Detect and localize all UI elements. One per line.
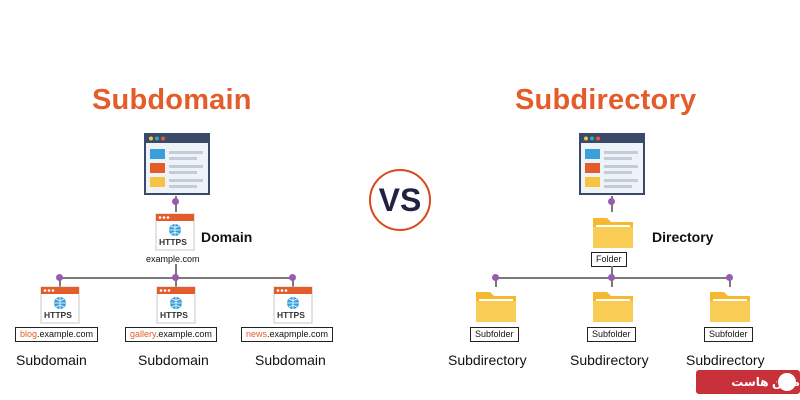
browser-window-icon (579, 133, 645, 195)
node-dot (608, 274, 615, 281)
browser-window-icon (144, 133, 210, 195)
https-badge: HTTPS (160, 310, 188, 320)
brand-mark-icon (778, 373, 796, 391)
subdomain-https-icon: HTTPS (156, 286, 196, 324)
node-dot (608, 198, 615, 205)
domain-label: Domain (201, 229, 253, 245)
url-prefix: gallery (130, 329, 156, 339)
node-dot (172, 274, 179, 281)
subdomain-https-icon: HTTPS (40, 286, 80, 324)
subdirectory-label: Subdirectory (448, 352, 527, 368)
https-badge: HTTPS (159, 237, 187, 247)
vs-label: VS (378, 181, 422, 218)
subdirectory-title: Subdirectory (515, 84, 697, 116)
subdomain-label: Subdomain (255, 352, 326, 368)
connector-line (611, 266, 613, 278)
url-suffix: .example.com (37, 329, 94, 339)
subdirectory-label: Subdirectory (570, 352, 649, 368)
https-badge: HTTPS (277, 310, 305, 320)
subfolder-icon (710, 292, 750, 322)
subfolder-box: Subfolder (470, 327, 519, 342)
subfolder-box: Subfolder (587, 327, 636, 342)
node-dot (56, 274, 63, 281)
connector-line (59, 277, 61, 287)
subdomain-title: Subdomain (92, 84, 252, 116)
subdomain-url-box: gallery.example.com (125, 327, 217, 342)
brand-logo[interactable]: مبین هاست (696, 370, 800, 394)
connector-line (611, 277, 613, 287)
subdomain-https-icon: HTTPS (273, 286, 313, 324)
domain-url: example.com (146, 254, 200, 264)
url-suffix: .example.com (155, 329, 212, 339)
vs-badge: VS (369, 169, 431, 231)
subfolder-icon (476, 292, 516, 322)
url-suffix: .exapmple.com (267, 329, 329, 339)
node-dot (492, 274, 499, 281)
node-dot (726, 274, 733, 281)
connector-line (292, 277, 294, 287)
directory-label: Directory (652, 229, 714, 245)
connector-line (175, 264, 177, 278)
url-prefix: blog (20, 329, 38, 339)
subdomain-url-box: news.exapmple.com (241, 327, 334, 342)
node-dot (289, 274, 296, 281)
subdomain-url-box: blog.example.com (15, 327, 99, 342)
domain-https-icon: HTTPS (155, 213, 195, 251)
folder-box: Folder (591, 252, 627, 267)
https-badge: HTTPS (44, 310, 72, 320)
subfolder-box: Subfolder (704, 327, 753, 342)
url-prefix: news (246, 329, 268, 339)
connector-line (495, 277, 497, 287)
subdomain-label: Subdomain (16, 352, 87, 368)
connector-line (175, 277, 177, 287)
folder-icon (593, 218, 633, 248)
subfolder-icon (593, 292, 633, 322)
subdomain-label: Subdomain (138, 352, 209, 368)
subdirectory-label: Subdirectory (686, 352, 765, 368)
connector-line (729, 277, 731, 287)
node-dot (172, 198, 179, 205)
